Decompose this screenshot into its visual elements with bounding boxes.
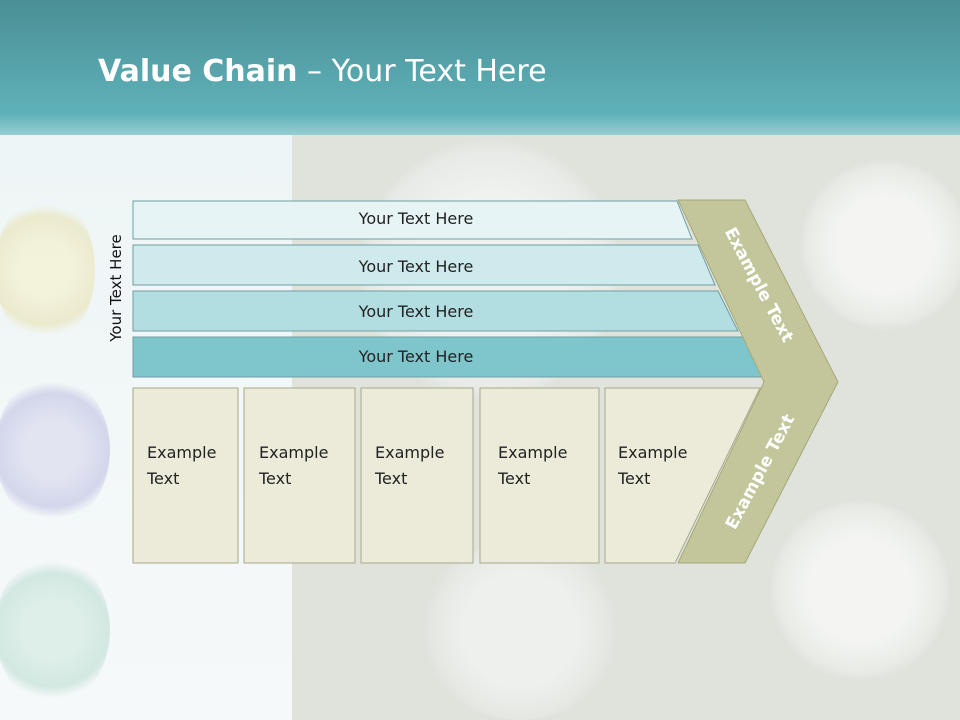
doily-decoration — [770, 500, 950, 680]
bar-3 — [132, 290, 739, 332]
bar-label-3: Your Text Here — [358, 302, 474, 321]
activity-box-1 — [132, 387, 239, 564]
activity-box-3 — [360, 387, 474, 564]
doily-decoration — [420, 540, 620, 720]
doily-decoration — [800, 160, 960, 330]
activity-box-2 — [243, 387, 356, 564]
bar-label-2: Your Text Here — [358, 257, 474, 276]
side-label: Your Text Here — [107, 234, 125, 342]
slide-title: Value Chain – Your Text Here — [98, 54, 547, 89]
doily-decoration — [0, 195, 95, 345]
margin-chevron — [677, 199, 839, 564]
activity-box-5 — [604, 387, 761, 564]
bar-1 — [132, 200, 693, 240]
bar-label-4: Your Text Here — [358, 347, 474, 366]
doily-decoration — [0, 375, 110, 525]
activity-box-4 — [479, 387, 600, 564]
doily-decoration — [0, 555, 110, 705]
bar-label-1: Your Text Here — [358, 209, 474, 228]
bar-2 — [132, 244, 716, 286]
